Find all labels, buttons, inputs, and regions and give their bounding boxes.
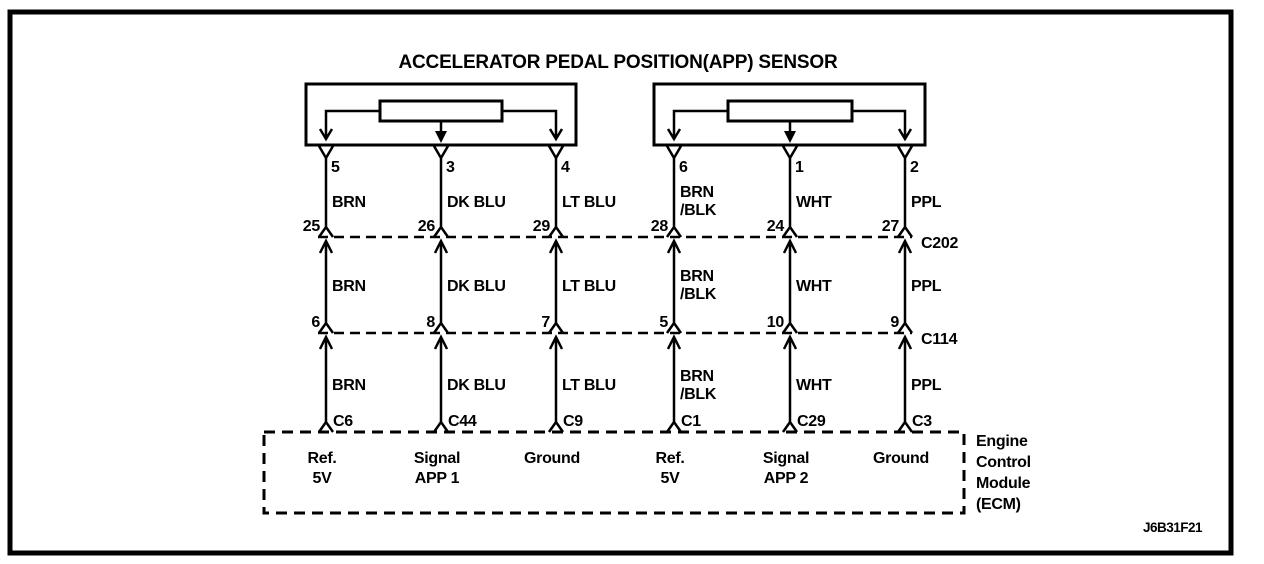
wire-path	[665, 145, 683, 433]
sensor-pin-label: 5	[331, 159, 340, 176]
wire-color-label: /BLK	[680, 386, 717, 403]
c202-pin-label: 25	[303, 218, 321, 235]
wire-color-label: /BLK	[680, 202, 717, 219]
wire-color-label: BRN	[680, 368, 714, 385]
ecm-pin-label: C1	[681, 413, 701, 430]
resistor-1-left-tap	[318, 109, 380, 142]
wiper-arrow-icon	[435, 131, 447, 143]
c114-pin-label: 5	[659, 314, 668, 331]
wire-color-label: DK BLU	[447, 278, 506, 295]
ecm-function-label: APP 2	[764, 470, 809, 487]
wire-color-label: BRN	[680, 184, 714, 201]
diagram-border	[7, 9, 1234, 556]
app-sensor-2-outline	[652, 82, 927, 147]
wiper-arrow-icon	[784, 131, 796, 143]
wire-6-group: 2 PPL 27 PPL 9 PPL C3 Ground	[873, 145, 942, 467]
wire-color-label: WHT	[796, 377, 832, 394]
sensor-pin-label: 1	[795, 159, 804, 176]
sensor-pin-label: 6	[679, 159, 688, 176]
wire-color-label: PPL	[911, 278, 942, 295]
wire-color-label: BRN	[332, 377, 366, 394]
sensor-pin-label: 3	[446, 159, 455, 176]
ecm-pin-label: C6	[333, 413, 353, 430]
ecm-function-label: 5V	[313, 470, 333, 487]
wire-path	[896, 145, 914, 433]
figure-id: J6B31F21	[1143, 520, 1203, 535]
c202-pin-label: 26	[418, 218, 436, 235]
wire-color-label: WHT	[796, 194, 832, 211]
c202-pin-label: 24	[767, 218, 785, 235]
wire-path	[317, 145, 335, 433]
sensor-pin-label: 4	[561, 159, 570, 176]
ecm-function-label: APP 1	[415, 470, 460, 487]
ecm-function-label: Ground	[524, 450, 580, 467]
svg-text:Control: Control	[976, 454, 1031, 471]
c114-pin-label: 9	[890, 314, 899, 331]
c202-pin-label: 27	[882, 218, 900, 235]
resistor-1-right-tap	[502, 109, 564, 142]
ecm-function-label: Ground	[873, 450, 929, 467]
wire-path	[547, 145, 565, 433]
ecm-pin-label: C9	[563, 413, 583, 430]
svg-text:Engine: Engine	[976, 433, 1028, 450]
wire-3-group: 4 LT BLU 29 LT BLU 7 LT BLU C9 Ground	[524, 145, 616, 467]
ecm-function-label: Ref.	[307, 450, 336, 467]
c202-pin-label: 28	[651, 218, 669, 235]
connector-c114-label: C114	[921, 331, 958, 348]
wire-color-label: BRN	[332, 278, 366, 295]
wire-path	[432, 145, 450, 433]
resistor-2-left-tap	[666, 109, 728, 142]
wire-color-label: LT BLU	[562, 194, 616, 211]
potentiometer-resistor-2	[726, 99, 854, 123]
wire-color-label: LT BLU	[562, 278, 616, 295]
wire-color-label: LT BLU	[562, 377, 616, 394]
wire-color-label: BRN	[680, 268, 714, 285]
app-sensor-1	[304, 82, 578, 147]
resistor-2-right-tap	[852, 109, 913, 142]
wire-color-label: /BLK	[680, 286, 717, 303]
ecm-dashed-box	[262, 430, 966, 515]
c202-pin-label: 29	[533, 218, 551, 235]
c114-pin-label: 6	[311, 314, 320, 331]
ecm-function-label: Signal	[414, 450, 460, 467]
ecm-function-label: Ref.	[655, 450, 684, 467]
wire-5-group: 1 WHT 24 WHT 10 WHT C29 Signal APP 2	[763, 145, 832, 487]
wire-color-label: BRN	[332, 194, 366, 211]
ecm-pin-label: C29	[797, 413, 826, 430]
wire-path	[781, 145, 799, 433]
svg-text:Module: Module	[976, 475, 1031, 492]
wire-1-group: 5 BRN 25 BRN 6 BRN C6 Ref. 5V	[303, 145, 366, 487]
c114-pin-label: 10	[767, 314, 785, 331]
connector-c202-label: C202	[921, 235, 958, 252]
ecm-pin-label: C3	[912, 413, 932, 430]
ecm-name-label: Engine Control Module (ECM)	[976, 433, 1031, 513]
app-sensor-1-outline	[304, 82, 578, 147]
wire-color-label: PPL	[911, 194, 942, 211]
svg-text:(ECM): (ECM)	[976, 496, 1021, 513]
wire-color-label: DK BLU	[447, 194, 506, 211]
ecm-pin-label: C44	[448, 413, 477, 430]
c114-pin-label: 8	[426, 314, 435, 331]
ecm-function-label: 5V	[661, 470, 681, 487]
c114-pin-label: 7	[541, 314, 550, 331]
diagram-title: ACCELERATOR PEDAL POSITION(APP) SENSOR	[399, 52, 838, 73]
wire-color-label: DK BLU	[447, 377, 506, 394]
wire-color-label: WHT	[796, 278, 832, 295]
potentiometer-resistor-1	[378, 99, 504, 123]
ecm-function-label: Signal	[763, 450, 809, 467]
app-sensor-2	[652, 82, 927, 147]
wire-color-label: PPL	[911, 377, 942, 394]
wire-4-group: 6 BRN /BLK 28 BRN /BLK 5 BRN /BLK C1 Ref…	[651, 145, 717, 487]
wire-2-group: 3 DK BLU 26 DK BLU 8 DK BLU C44 Signal A…	[414, 145, 506, 487]
sensor-pin-label: 2	[910, 159, 919, 176]
